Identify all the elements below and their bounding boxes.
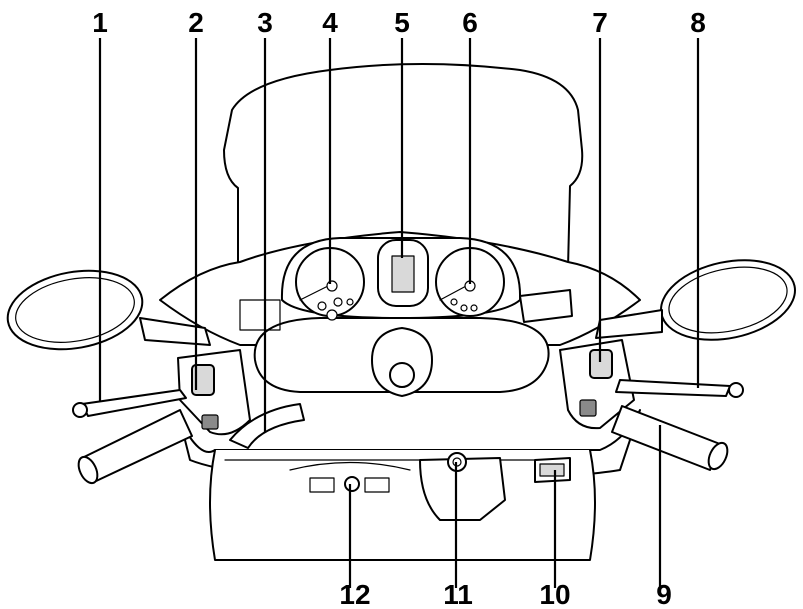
left-mirror-stem — [139, 317, 211, 346]
callout-1: 1 — [92, 7, 108, 38]
callout-9: 9 — [656, 579, 672, 609]
storage-latch-button — [344, 476, 360, 492]
callout-7: 7 — [592, 7, 608, 38]
callout-2: 2 — [188, 7, 204, 38]
left-grip — [81, 409, 193, 483]
callout-12: 12 — [339, 579, 370, 609]
ignition-surround — [419, 457, 506, 521]
left-brake-lever — [81, 389, 187, 417]
emblem-circle — [389, 362, 415, 388]
left-mirror — [6, 269, 144, 351]
right-brake-lever — [615, 379, 731, 397]
callout-6: 6 — [462, 7, 478, 38]
right-mirror — [660, 259, 796, 341]
storage-slot — [289, 461, 411, 471]
callout-4: 4 — [322, 7, 338, 38]
brake-lock-lever — [229, 403, 305, 449]
left-switch-button — [191, 364, 215, 396]
windscreen — [223, 63, 584, 269]
callout-10: 10 — [539, 579, 570, 609]
right-upper-switch — [519, 289, 573, 323]
callout-8: 8 — [690, 7, 706, 38]
callout-5: 5 — [394, 7, 410, 38]
callout-11: 11 — [443, 579, 473, 609]
callout-3: 3 — [257, 7, 273, 38]
leader-lines — [98, 38, 700, 588]
right-grip — [611, 405, 721, 471]
right-mirror-stem — [595, 309, 663, 339]
left-panel — [239, 299, 281, 331]
